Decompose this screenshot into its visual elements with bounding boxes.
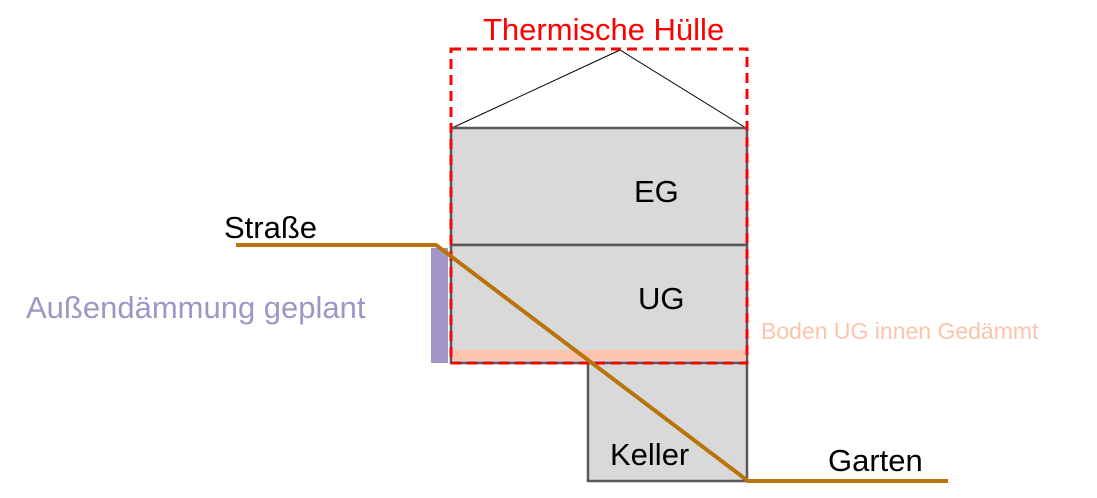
eg-room — [449, 126, 749, 247]
roof — [451, 49, 747, 129]
label-aussendaemmung: Außendämmung geplant — [26, 290, 366, 325]
label-strasse: Straße — [224, 210, 318, 245]
thermal-envelope — [449, 47, 749, 365]
floor-insulation-ug — [453, 350, 746, 360]
ug-room — [449, 243, 749, 365]
label-keller: Keller — [610, 437, 690, 472]
label-eg: EG — [634, 174, 679, 209]
label-garten: Garten — [828, 443, 923, 478]
label-ug: UG — [638, 281, 685, 316]
label-boden-ug: Boden UG innen Gedämmt — [761, 318, 1039, 344]
title-thermische-huelle: Thermische Hülle — [483, 12, 725, 47]
ground-line — [236, 243, 948, 483]
exterior-insulation — [431, 248, 448, 363]
